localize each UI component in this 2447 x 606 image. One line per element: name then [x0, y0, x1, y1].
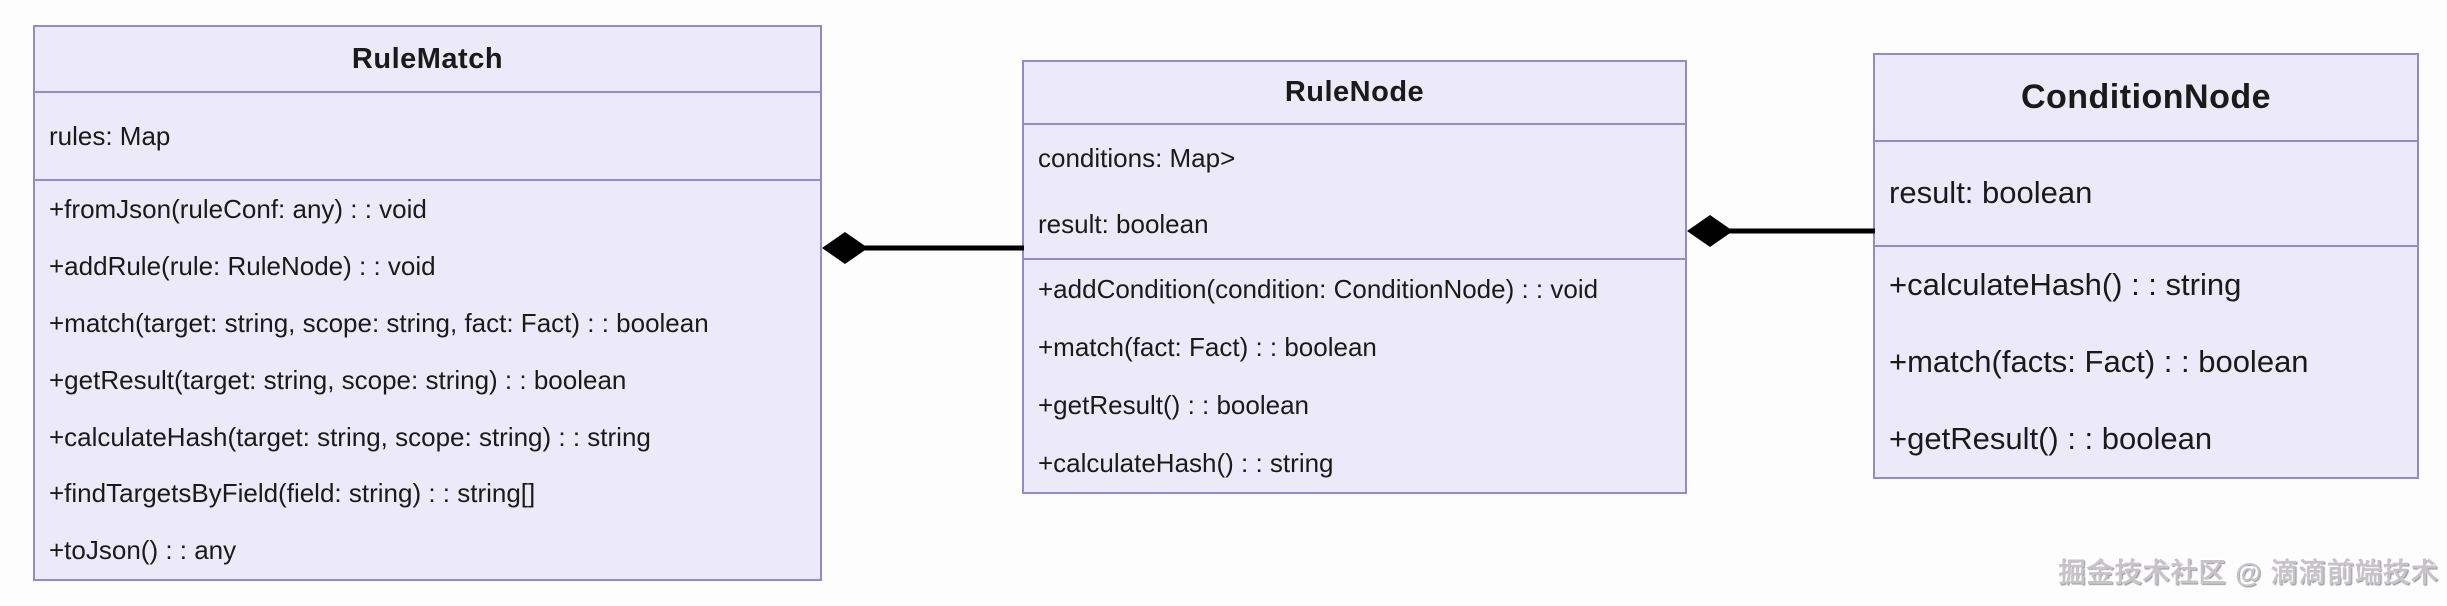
- method-item: +toJson() : : any: [49, 535, 237, 566]
- methods-section-rulematch: +fromJson(ruleConf: any) : : void +addRu…: [35, 181, 820, 579]
- method-item: +addRule(rule: RuleNode) : : void: [49, 250, 436, 281]
- class-title-rulematch: RuleMatch: [35, 27, 820, 93]
- method-item: +match(fact: Fact) : : boolean: [1038, 331, 1377, 362]
- method-item: +addCondition(condition: ConditionNode) …: [1038, 273, 1599, 304]
- class-title-rulenode: RuleNode: [1024, 62, 1685, 125]
- composition-connector-rulematch-rulenode: [822, 232, 1024, 264]
- method-item: +findTargetsByField(field: string) : : s…: [49, 478, 536, 509]
- attribute-item: result: boolean: [1038, 209, 1209, 240]
- method-item: +match(target: string, scope: string, fa…: [49, 307, 709, 338]
- methods-section-rulenode: +addCondition(condition: ConditionNode) …: [1024, 260, 1685, 492]
- method-item: +getResult() : : boolean: [1889, 420, 2213, 456]
- class-title-conditionnode: ConditionNode: [1875, 55, 2417, 142]
- method-item: +calculateHash() : : string: [1889, 267, 2242, 303]
- attributes-section-rulematch: rules: Map: [35, 93, 820, 181]
- watermark-text: 掘金技术社区 @ 滴滴前端技术: [2058, 558, 2439, 588]
- method-item: +getResult() : : boolean: [1038, 389, 1309, 420]
- method-item: +calculateHash(target: string, scope: st…: [49, 421, 651, 452]
- methods-section-conditionnode: +calculateHash() : : string +match(facts…: [1875, 247, 2417, 477]
- attribute-item: rules: Map: [49, 120, 171, 151]
- method-item: +fromJson(ruleConf: any) : : void: [49, 194, 427, 225]
- attribute-item: conditions: Map>: [1038, 142, 1236, 173]
- attributes-section-rulenode: conditions: Map> result: boolean: [1024, 125, 1685, 260]
- class-box-rulematch: RuleMatch rules: Map +fromJson(ruleConf:…: [33, 25, 822, 581]
- method-item: +calculateHash() : : string: [1038, 447, 1334, 478]
- method-item: +match(facts: Fact) : : boolean: [1889, 343, 2309, 379]
- attributes-section-conditionnode: result: boolean: [1875, 142, 2417, 247]
- class-box-rulenode: RuleNode conditions: Map> result: boolea…: [1022, 60, 1687, 494]
- composition-diamond-icon: [822, 232, 868, 264]
- attribute-item: result: boolean: [1889, 175, 2093, 211]
- method-item: +getResult(target: string, scope: string…: [49, 364, 627, 395]
- composition-connector-rulenode-conditionnode: [1687, 215, 1875, 247]
- class-box-conditionnode: ConditionNode result: boolean +calculate…: [1873, 53, 2419, 479]
- composition-diamond-icon: [1687, 215, 1733, 247]
